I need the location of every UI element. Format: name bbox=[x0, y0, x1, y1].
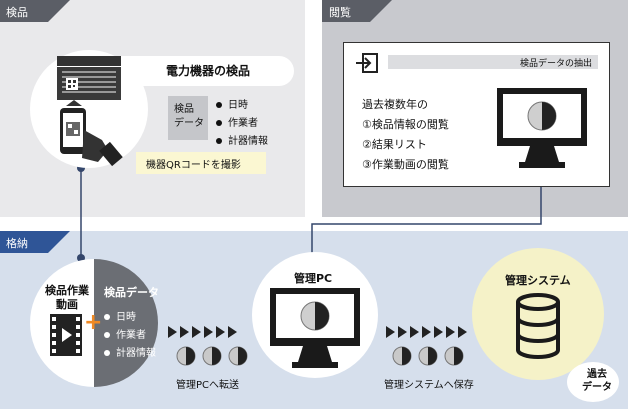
power-equipment-icon bbox=[57, 56, 121, 100]
storage-data-item: 計器情報 bbox=[104, 344, 156, 359]
login-icon bbox=[356, 53, 378, 73]
monitor-icon bbox=[497, 88, 587, 168]
system-title: 管理システム bbox=[505, 274, 571, 287]
viewing-line: 過去複数年の bbox=[362, 98, 428, 111]
transfer-label: 管理PCへ転送 bbox=[176, 380, 240, 391]
video-icon bbox=[50, 314, 82, 356]
extract-bar bbox=[388, 55, 598, 69]
past-data-label: 過去 データ bbox=[582, 369, 612, 393]
viewing-tag-label: 閲覧 bbox=[329, 6, 351, 19]
plus-icon: + bbox=[84, 310, 103, 335]
qr-caption: 機器QRコードを撮影 bbox=[146, 160, 241, 171]
qr-caption-box bbox=[136, 152, 266, 174]
inspection-title: 電力機器の検品 bbox=[166, 64, 251, 78]
save-label: 管理システムへ保存 bbox=[384, 380, 474, 391]
storage-data-item: 日時 bbox=[104, 308, 136, 323]
video-label: 検品作業 動画 bbox=[45, 284, 89, 311]
viewing-line: ①検品情報の閲覧 bbox=[362, 118, 449, 131]
inspection-tag bbox=[0, 0, 70, 22]
data-disc-icons bbox=[176, 346, 248, 366]
inspection-data-label: 検品 データ bbox=[174, 104, 204, 129]
inspection-data-item: 日時 bbox=[216, 96, 248, 111]
save-arrows bbox=[386, 326, 467, 338]
storage-tag-label: 格納 bbox=[6, 237, 28, 250]
smartphone-camera-icon bbox=[60, 100, 123, 167]
inspection-data-item: 作業者 bbox=[216, 114, 258, 129]
data-disc-icons bbox=[392, 346, 464, 366]
inspection-data-label-box bbox=[168, 96, 208, 140]
storage-data-item: 作業者 bbox=[104, 326, 146, 341]
storage-tag bbox=[0, 231, 70, 253]
inspection-tag-label: 検品 bbox=[6, 6, 28, 19]
pc-title: 管理PC bbox=[294, 272, 333, 285]
past-data-badge bbox=[567, 362, 619, 402]
viewing-line: ③作業動画の閲覧 bbox=[362, 158, 449, 171]
extract-label: 検品データの抽出 bbox=[520, 59, 593, 69]
pc-monitor-icon bbox=[270, 288, 360, 368]
inspection-data-item: 計器情報 bbox=[216, 132, 268, 147]
viewing-tag bbox=[322, 0, 392, 22]
viewing-line: ②結果リスト bbox=[362, 138, 427, 151]
transfer-arrows bbox=[168, 326, 237, 338]
database-icon bbox=[516, 293, 560, 359]
storage-data-label: 検品データ bbox=[104, 286, 159, 299]
